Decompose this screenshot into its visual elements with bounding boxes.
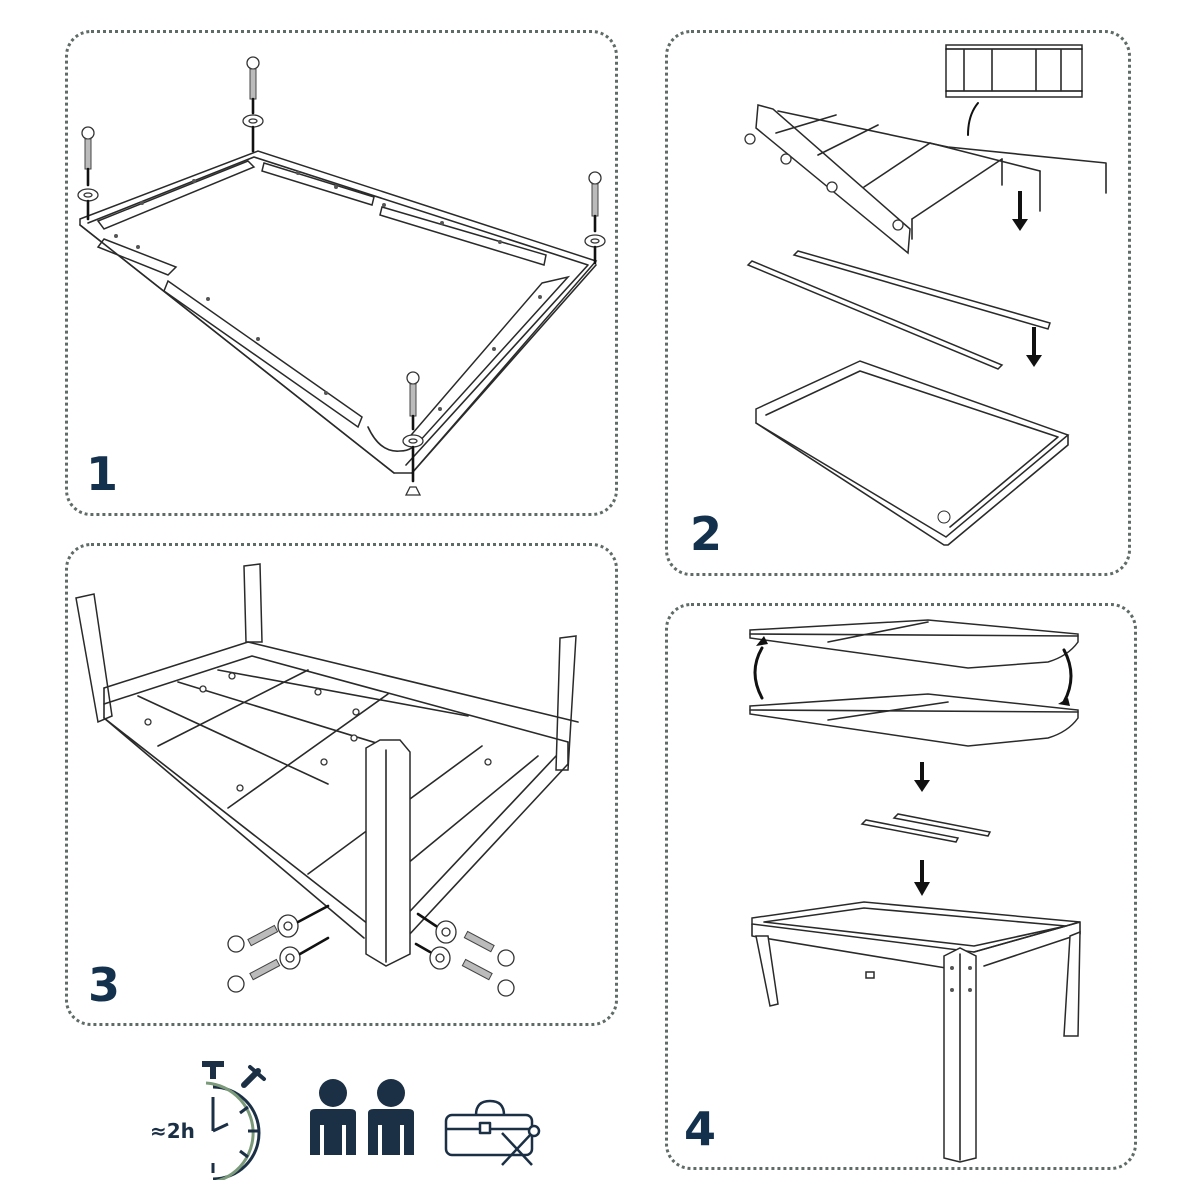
requirements-footer: ≈2h [140,1045,560,1185]
detail-inset [945,44,1083,136]
step-number: 2 [690,507,723,561]
bolt-icon [227,904,330,953]
bolt-icon [584,171,606,265]
bolt-icon [416,912,515,967]
bolt-icon [227,936,330,993]
step-4-panel: 4 [665,603,1137,1170]
dining-top-panel [749,619,1079,669]
bolt-icon [402,371,424,496]
pool-table-drawing [751,901,1081,1163]
step-number: 4 [684,1102,717,1156]
bolt-icon [242,56,264,153]
bolt-icon [414,942,515,997]
toolbox-icon [444,1099,541,1166]
step-1-illustration [77,56,606,496]
stopwatch-icon [199,1061,266,1185]
step-number: 3 [88,958,121,1012]
step-3-panel: 3 [65,543,618,1026]
step-2-illustration [744,44,1107,546]
bolt-icon [77,126,99,221]
step-2-panel: 2 [665,30,1131,576]
step-4-illustration [749,619,1081,1163]
two-people-icon [310,1079,414,1155]
time-label: ≈2h [150,1119,195,1143]
footer-icons [199,1061,541,1185]
felt-top-panel [749,693,1079,747]
step-number: 1 [86,447,119,501]
step-3-illustration [75,563,579,997]
step-1-panel: 1 [65,30,618,516]
